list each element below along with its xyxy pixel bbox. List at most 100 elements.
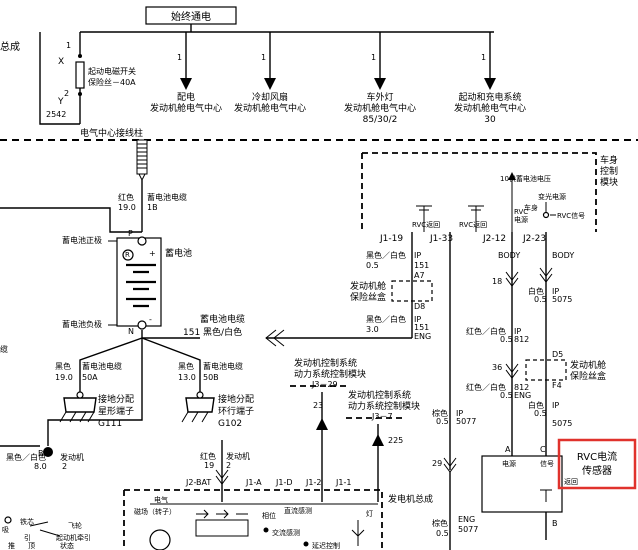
bat-cable-fragment: 缆 — [0, 344, 8, 354]
out3-pin: 1 — [371, 53, 376, 62]
bcm-rvc-ps: RVC — [514, 208, 528, 216]
w-brown2-size: 0.5 — [436, 529, 449, 538]
w-white-ip: IP — [552, 287, 559, 296]
g2-color: 黑色 — [178, 361, 194, 371]
fuse-box-2-label-a: 发动机舱 — [570, 359, 606, 371]
w-brown2-color: 棕色 — [432, 518, 448, 528]
w-rw2-size: 0.5 — [500, 391, 513, 400]
bcm-var-ps: 变光电源 — [538, 192, 566, 201]
g1-term2: 星形端子 — [98, 405, 134, 417]
center-post-label: 电气中心接线柱 — [80, 127, 143, 139]
chevron-5075-1 — [539, 267, 553, 283]
ground1-wire — [79, 337, 143, 392]
ground2-hatch — [181, 411, 209, 423]
gen-ground-return — [47, 338, 143, 446]
starter-fuse — [75, 32, 85, 124]
w-36: 36 — [492, 363, 502, 372]
ecm2-line2: 动力系统控制模块 — [348, 400, 420, 412]
gen-red-chevron — [215, 469, 229, 485]
neg-chevrons — [265, 329, 285, 347]
gen-node-ac — [263, 527, 269, 533]
fuse-pin2: 2 — [64, 89, 69, 98]
sensor-label-2: 传感器 — [582, 464, 612, 477]
w-brown-ip: IP — [456, 409, 463, 418]
bcm-title-1: 车身 — [600, 154, 618, 166]
ground1-symbol — [63, 397, 97, 413]
out1-line1: 配电 — [177, 91, 195, 103]
w-white-code: 5075 — [552, 295, 572, 304]
w-brown-size: 0.5 — [436, 417, 449, 426]
out3-line3: 85/30/2 — [363, 115, 398, 125]
w-brown-code: 5077 — [456, 417, 476, 426]
bat-pos-post: 蓄电池正极 — [62, 235, 102, 245]
out4-line3: 30 — [484, 115, 496, 125]
gen-field: 磁场（转子） — [134, 507, 176, 516]
out4-pin: 1 — [481, 53, 486, 62]
w-151: 151 — [414, 261, 429, 270]
ecm2-line1: 发动机控制系统 — [348, 389, 411, 401]
w-white2-size: 0.5 — [534, 409, 547, 418]
w-d8: D8 — [414, 302, 425, 311]
gen-j1a: J1-A — [245, 478, 262, 487]
gen-rotor — [149, 529, 171, 550]
gen-rectifier — [195, 519, 249, 537]
gen-elec: 电气 — [154, 495, 168, 504]
gen-dc-sense: 直流感测 — [284, 506, 312, 515]
w-bw2-size: 3.0 — [366, 325, 379, 334]
ecm2-arrow — [372, 434, 384, 446]
out2-pin: 1 — [261, 53, 266, 62]
gen-j11: J1-1 — [335, 478, 351, 487]
out1-pin: 1 — [177, 53, 182, 62]
out1-line2: 发动机舱电气中心 — [150, 102, 222, 114]
gen-b: B — [38, 449, 44, 458]
g1-term1: 接地分配 — [98, 393, 134, 405]
chevron-812-2 — [505, 363, 519, 379]
sensor-ret-ground — [540, 489, 552, 502]
sensor-b: B — [552, 519, 558, 528]
sensor-a: A — [505, 445, 511, 454]
gen-red-eng-no: 2 — [226, 461, 231, 470]
w-brown2-eng: ENG — [458, 515, 475, 524]
w-rw-code: 812 — [514, 335, 529, 344]
gen-phase: 相位 — [262, 511, 276, 520]
g2-size: 13.0 — [178, 373, 196, 382]
sensor-label-1: RVC电流 — [577, 450, 617, 463]
sensor-ps: 电源 — [502, 459, 516, 468]
gen-eng: 发动机 — [60, 452, 84, 462]
bat-neg-post: 蓄电池负极 — [62, 319, 102, 329]
w-rw2-color: 红色／白色 — [466, 382, 506, 392]
g1-code: G111 — [98, 419, 122, 429]
rvc-sig-node — [542, 211, 550, 219]
w-rw-color: 红色／白色 — [466, 326, 506, 336]
w-bw2-color: 黑色／白色 — [366, 314, 406, 324]
gen-red-color: 红色 — [200, 451, 216, 461]
bcm-car: 车身 — [524, 203, 538, 212]
gen-b-node — [43, 447, 53, 457]
gen-bw-size: 8.0 — [34, 462, 47, 471]
w-rw-ip: IP — [514, 327, 521, 336]
w-bw-color: 黑色／白色 — [366, 250, 406, 260]
rvc-ret2-ground — [468, 205, 484, 232]
bcm-outline — [361, 152, 597, 232]
bat-cable-id: 1B — [147, 203, 158, 212]
start-ding: 顶 — [28, 542, 35, 550]
fuse-box-2-label-b: 保险丝盒 — [570, 370, 606, 382]
chevron-812-1 — [505, 271, 519, 287]
bat-cable-color: 红色 — [118, 192, 134, 202]
start-fly: 飞轮 — [68, 521, 82, 530]
fuse-pin1: 1 — [66, 41, 71, 50]
w-rw2-code: 812 — [514, 383, 529, 392]
ecm1-arrow — [316, 418, 328, 430]
bat-post-leaders — [108, 240, 117, 326]
bcm-rvc-ret1: RVC返回 — [412, 221, 440, 229]
w-rw2-eng: ENG — [514, 391, 531, 400]
w-151b: 151 — [414, 323, 429, 332]
w-white2-ip: IP — [552, 401, 559, 410]
gen-title: 发电机总成 — [388, 493, 433, 505]
start-node — [4, 516, 12, 524]
gen-lamp-transistor — [351, 520, 365, 546]
fuse-box-1-label-a: 发动机舱 — [350, 280, 386, 292]
w-white2-code: 5075 — [552, 419, 572, 428]
out3-line1: 车外灯 — [366, 91, 393, 103]
fuse-box-2 — [525, 359, 567, 381]
